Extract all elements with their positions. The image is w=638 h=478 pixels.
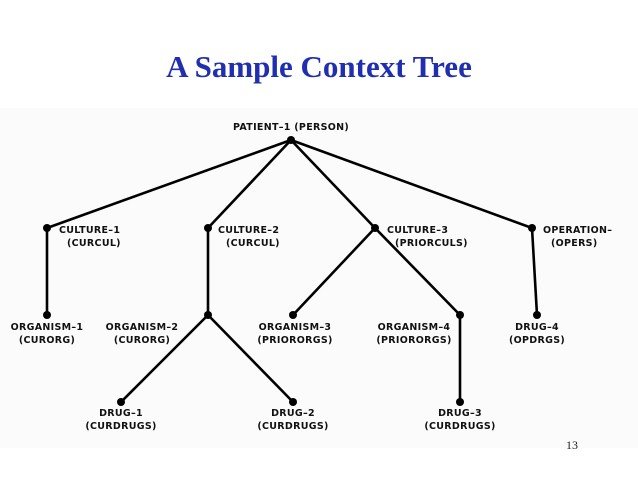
node-dot-culture-3 — [371, 224, 379, 232]
node-dot-drug-2 — [289, 398, 297, 406]
node-drug-3: DRUG–3 (CURDRUGS) — [424, 398, 495, 432]
node-name-organism-1: ORGANISM–1 — [11, 322, 84, 333]
tree-nodes: PATIENT–1 (PERSON)CULTURE–1(CURCUL)CULTU… — [11, 122, 612, 432]
edge-patient-1-to-operation-1 — [289, 138, 534, 230]
node-dot-operation-1 — [528, 224, 536, 232]
node-drug-4: DRUG–4 (OPDRGS) — [509, 311, 565, 346]
node-organism-1: ORGANISM–1 (CURORG) — [11, 311, 84, 346]
edge-operation-1-to-drug-4 — [530, 226, 539, 317]
node-type-culture-1: (CURCUL) — [67, 238, 121, 249]
node-dot-organism-2 — [204, 311, 212, 319]
node-type-drug-1: (CURDRUGS) — [85, 421, 156, 432]
node-type-organism-1: (CURORG) — [19, 335, 75, 346]
node-organism-3: ORGANISM–3 (PRIORORGS) — [257, 311, 332, 346]
node-dot-organism-3 — [289, 311, 297, 319]
node-name-organism-3: ORGANISM–3 — [259, 322, 332, 333]
slide-title: A Sample Context Tree — [166, 49, 472, 84]
node-type-drug-4: (OPDRGS) — [509, 335, 565, 346]
node-type-culture-2: (CURCUL) — [226, 238, 280, 249]
node-dot-patient-1 — [287, 136, 295, 144]
node-name-drug-2: DRUG–2 — [271, 408, 315, 419]
node-culture-1: CULTURE–1 (CURCUL) — [43, 224, 121, 249]
node-name-culture-1: CULTURE–1 — [59, 225, 120, 236]
node-name-operation-1: OPERATION– — [543, 225, 612, 236]
node-dot-drug-4 — [533, 311, 541, 319]
node-name-drug-4: DRUG–4 — [515, 322, 559, 333]
node-patient-1: PATIENT–1 (PERSON) — [233, 122, 349, 144]
node-dot-organism-1 — [43, 311, 51, 319]
node-type-organism-4: (PRIORORGS) — [376, 335, 451, 346]
tree-edges — [45, 138, 539, 404]
node-drug-2: DRUG–2 (CURDRUGS) — [257, 398, 328, 432]
edge-organism-2-to-drug-2 — [206, 313, 295, 404]
node-name-drug-3: DRUG–3 — [438, 408, 482, 419]
node-type-drug-2: (CURDRUGS) — [257, 421, 328, 432]
node-type-culture-3: (PRIORCULS) — [395, 238, 468, 249]
node-name-organism-4: ORGANISM–4 — [378, 322, 451, 333]
node-name-culture-3: CULTURE–3 — [387, 225, 448, 236]
node-name-patient-1: PATIENT–1 (PERSON) — [233, 122, 349, 133]
node-dot-culture-1 — [43, 224, 51, 232]
node-organism-2: ORGANISM–2 (CURORG) — [106, 311, 212, 346]
node-dot-drug-3 — [456, 398, 464, 406]
node-name-culture-2: CULTURE–2 — [218, 225, 279, 236]
node-type-organism-3: (PRIORORGS) — [257, 335, 332, 346]
node-dot-organism-4 — [456, 311, 464, 319]
edge-culture-3-to-organism-4 — [373, 226, 462, 317]
edge-patient-1-to-culture-2 — [206, 138, 293, 230]
node-culture-3: CULTURE–3 (PRIORCULS) — [371, 224, 468, 249]
page-number: 13 — [566, 438, 578, 452]
node-dot-drug-1 — [117, 398, 125, 406]
edge-culture-3-to-organism-3 — [291, 226, 377, 317]
tree-scan-panel — [0, 108, 638, 448]
edge-patient-1-to-culture-3 — [289, 138, 377, 230]
edge-patient-1-to-culture-1 — [45, 138, 293, 230]
node-culture-2: CULTURE–2 (CURCUL) — [204, 224, 280, 249]
node-type-operation-1: (OPERS) — [551, 238, 597, 249]
edge-organism-2-to-drug-1 — [119, 313, 210, 404]
node-operation-1: OPERATION– (OPERS) — [528, 224, 612, 249]
node-drug-1: DRUG–1 (CURDRUGS) — [85, 398, 156, 432]
node-organism-4: ORGANISM–4 (PRIORORGS) — [376, 311, 464, 346]
node-dot-culture-2 — [204, 224, 212, 232]
node-name-organism-2: ORGANISM–2 — [106, 322, 179, 333]
node-type-drug-3: (CURDRUGS) — [424, 421, 495, 432]
node-type-organism-2: (CURORG) — [114, 335, 170, 346]
node-name-drug-1: DRUG–1 — [99, 408, 143, 419]
